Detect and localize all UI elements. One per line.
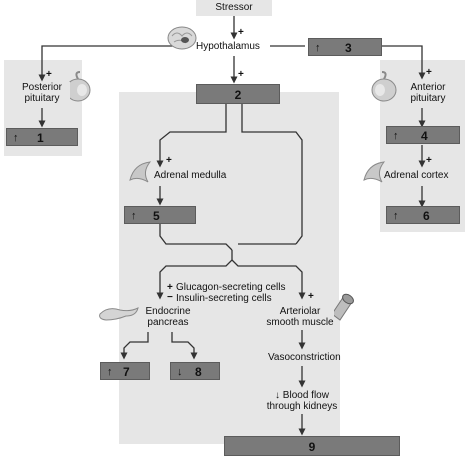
box-1-arrow: ↑ bbox=[13, 132, 19, 144]
box-5-number: 5 bbox=[153, 209, 160, 223]
plus-sign: + bbox=[166, 155, 172, 166]
box-7-number: 7 bbox=[123, 365, 130, 379]
box-7: ↑ 7 bbox=[100, 362, 150, 380]
box-2-number: 2 bbox=[234, 88, 242, 102]
plus-sign: + bbox=[426, 155, 432, 166]
box-6-number: 6 bbox=[423, 209, 430, 223]
adrenal-gland-icon bbox=[363, 161, 386, 183]
box-5-arrow: ↑ bbox=[131, 210, 137, 222]
box-4-arrow: ↑ bbox=[393, 130, 399, 142]
anterior-pituitary-line2: pituitary bbox=[410, 93, 446, 104]
anterior-pituitary-label: Anterior pituitary bbox=[400, 82, 456, 104]
blood-flow-line1: ↓ Blood flow bbox=[275, 390, 329, 401]
hypothalamus-label: Hypothalamus bbox=[196, 41, 260, 52]
vasoconstriction-label: Vasoconstriction bbox=[268, 352, 341, 363]
box-5: ↑ 5 bbox=[124, 206, 196, 224]
box-1-number: 1 bbox=[37, 131, 44, 145]
box-6: ↑ 6 bbox=[386, 206, 460, 224]
arteriolar-line2: smooth muscle bbox=[266, 317, 334, 328]
glucagon-secreting-cells-label: Glucagon-secreting cells bbox=[176, 282, 286, 293]
box-8-number: 8 bbox=[195, 365, 202, 379]
box-4-number: 4 bbox=[421, 129, 428, 143]
plus-sign: + bbox=[167, 282, 173, 293]
arrow-box2-medulla bbox=[156, 104, 227, 168]
box-2: 2 bbox=[196, 84, 280, 104]
endocrine-pancreas-line2: pancreas bbox=[147, 317, 189, 328]
adrenal-gland-icon bbox=[129, 161, 152, 183]
minus-sign: − bbox=[167, 292, 173, 303]
blood-flow-line2: through kidneys bbox=[266, 401, 338, 412]
box-9: 9 bbox=[224, 436, 400, 456]
box-4: ↑ 4 bbox=[386, 126, 460, 144]
arrow-pancreas-box8 bbox=[171, 332, 198, 360]
plus-sign: + bbox=[238, 27, 244, 38]
blood-flow-label: ↓ Blood flow through kidneys bbox=[266, 390, 338, 412]
arrow-box3-anterior bbox=[382, 45, 426, 80]
arrow-merge-pancreas bbox=[156, 250, 233, 300]
anterior-pituitary-line1: Anterior bbox=[410, 82, 446, 93]
plus-sign: + bbox=[426, 67, 432, 78]
box-3: ↑ 3 bbox=[308, 38, 382, 56]
arrow-merge-arteriolar bbox=[231, 259, 306, 300]
arrow-pancreas-box7 bbox=[120, 332, 149, 360]
plus-sign: + bbox=[238, 69, 244, 80]
box-6-arrow: ↑ bbox=[393, 210, 399, 222]
posterior-pituitary-line2: pituitary bbox=[24, 93, 60, 104]
arteriolar-line1: Arteriolar bbox=[279, 306, 321, 317]
line-box2-right bbox=[241, 104, 303, 245]
plus-sign: + bbox=[308, 291, 314, 302]
posterior-pituitary-line1: Posterior bbox=[21, 82, 62, 93]
plus-sign: + bbox=[46, 69, 52, 80]
box-8-arrow: ↓ bbox=[177, 366, 183, 378]
arteriolar-smooth-muscle-label: Arteriolar smooth muscle bbox=[266, 306, 334, 328]
pituitary-gland-icon bbox=[371, 71, 397, 102]
stressor-label: Stressor bbox=[196, 0, 272, 16]
box-8: ↓ 8 bbox=[170, 362, 220, 380]
adrenal-medulla-label: Adrenal medulla bbox=[154, 170, 227, 181]
box-7-arrow: ↑ bbox=[107, 366, 113, 378]
box-3-number: 3 bbox=[345, 41, 352, 55]
adrenal-cortex-label: Adrenal cortex bbox=[384, 170, 449, 181]
box-1: ↑ 1 bbox=[6, 128, 78, 146]
insulin-secreting-cells-label: Insulin-secreting cells bbox=[176, 293, 272, 304]
box-3-arrow: ↑ bbox=[315, 42, 321, 54]
pancreas-icon bbox=[99, 307, 139, 321]
box-9-number: 9 bbox=[308, 440, 316, 454]
arteriole-icon bbox=[331, 293, 354, 321]
brain-icon bbox=[167, 26, 197, 50]
posterior-pituitary-label: Posterior pituitary bbox=[14, 82, 70, 104]
endocrine-pancreas-label: Endocrine pancreas bbox=[140, 306, 196, 328]
line-box5-merge bbox=[159, 224, 233, 251]
endocrine-pancreas-line1: Endocrine bbox=[145, 306, 191, 317]
arrow-hypothalamus-posterior bbox=[38, 45, 182, 82]
